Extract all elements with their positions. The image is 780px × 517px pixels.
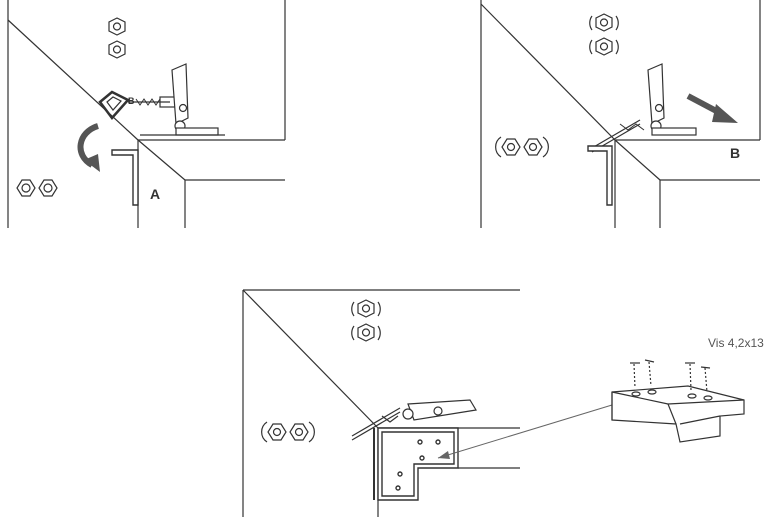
latch-mechanism (351, 399, 477, 441)
allen-key-icon (111, 149, 139, 206)
bracket-detail (611, 385, 745, 443)
corner-bracket (373, 427, 459, 501)
panel-step-3 (242, 289, 745, 517)
latch-mechanism (591, 63, 697, 153)
screw-icon (700, 366, 711, 393)
label-b: B (730, 145, 740, 161)
rotate-nut-icon (495, 136, 549, 158)
rotate-nut-icon (351, 323, 381, 342)
screw-icon (644, 359, 655, 387)
pointer-arrow-icon (437, 404, 613, 459)
latch-mark-b: B (128, 96, 135, 106)
screw-icon (685, 362, 695, 391)
panel-1-diagonal (7, 19, 139, 141)
panel-step-2 (480, 0, 761, 228)
panel-3-diagonal (242, 289, 379, 429)
rotate-nut-icon (589, 37, 619, 56)
panel-2-diagonal (480, 3, 616, 141)
rotate-nut-icon (589, 13, 619, 32)
rotate-nut-icon (351, 299, 381, 318)
latch-mechanism (98, 63, 225, 136)
label-a: A (150, 186, 160, 202)
panel-step-1: B (7, 0, 286, 228)
hex-nut-icon (108, 17, 126, 36)
screw-icon (630, 362, 640, 389)
panel-1-inner-diagonal (137, 139, 186, 181)
rotate-nut-icon (261, 421, 315, 443)
direction-arrow-icon (686, 93, 738, 123)
curved-arrow-icon (77, 123, 100, 172)
panel-2-inner-diagonal (614, 139, 661, 181)
screw-spec-note: Vis 4,2x13 (708, 336, 764, 350)
nut-pair-icon (16, 179, 58, 197)
hex-nut-icon (108, 40, 126, 59)
allen-key-icon (587, 145, 613, 206)
